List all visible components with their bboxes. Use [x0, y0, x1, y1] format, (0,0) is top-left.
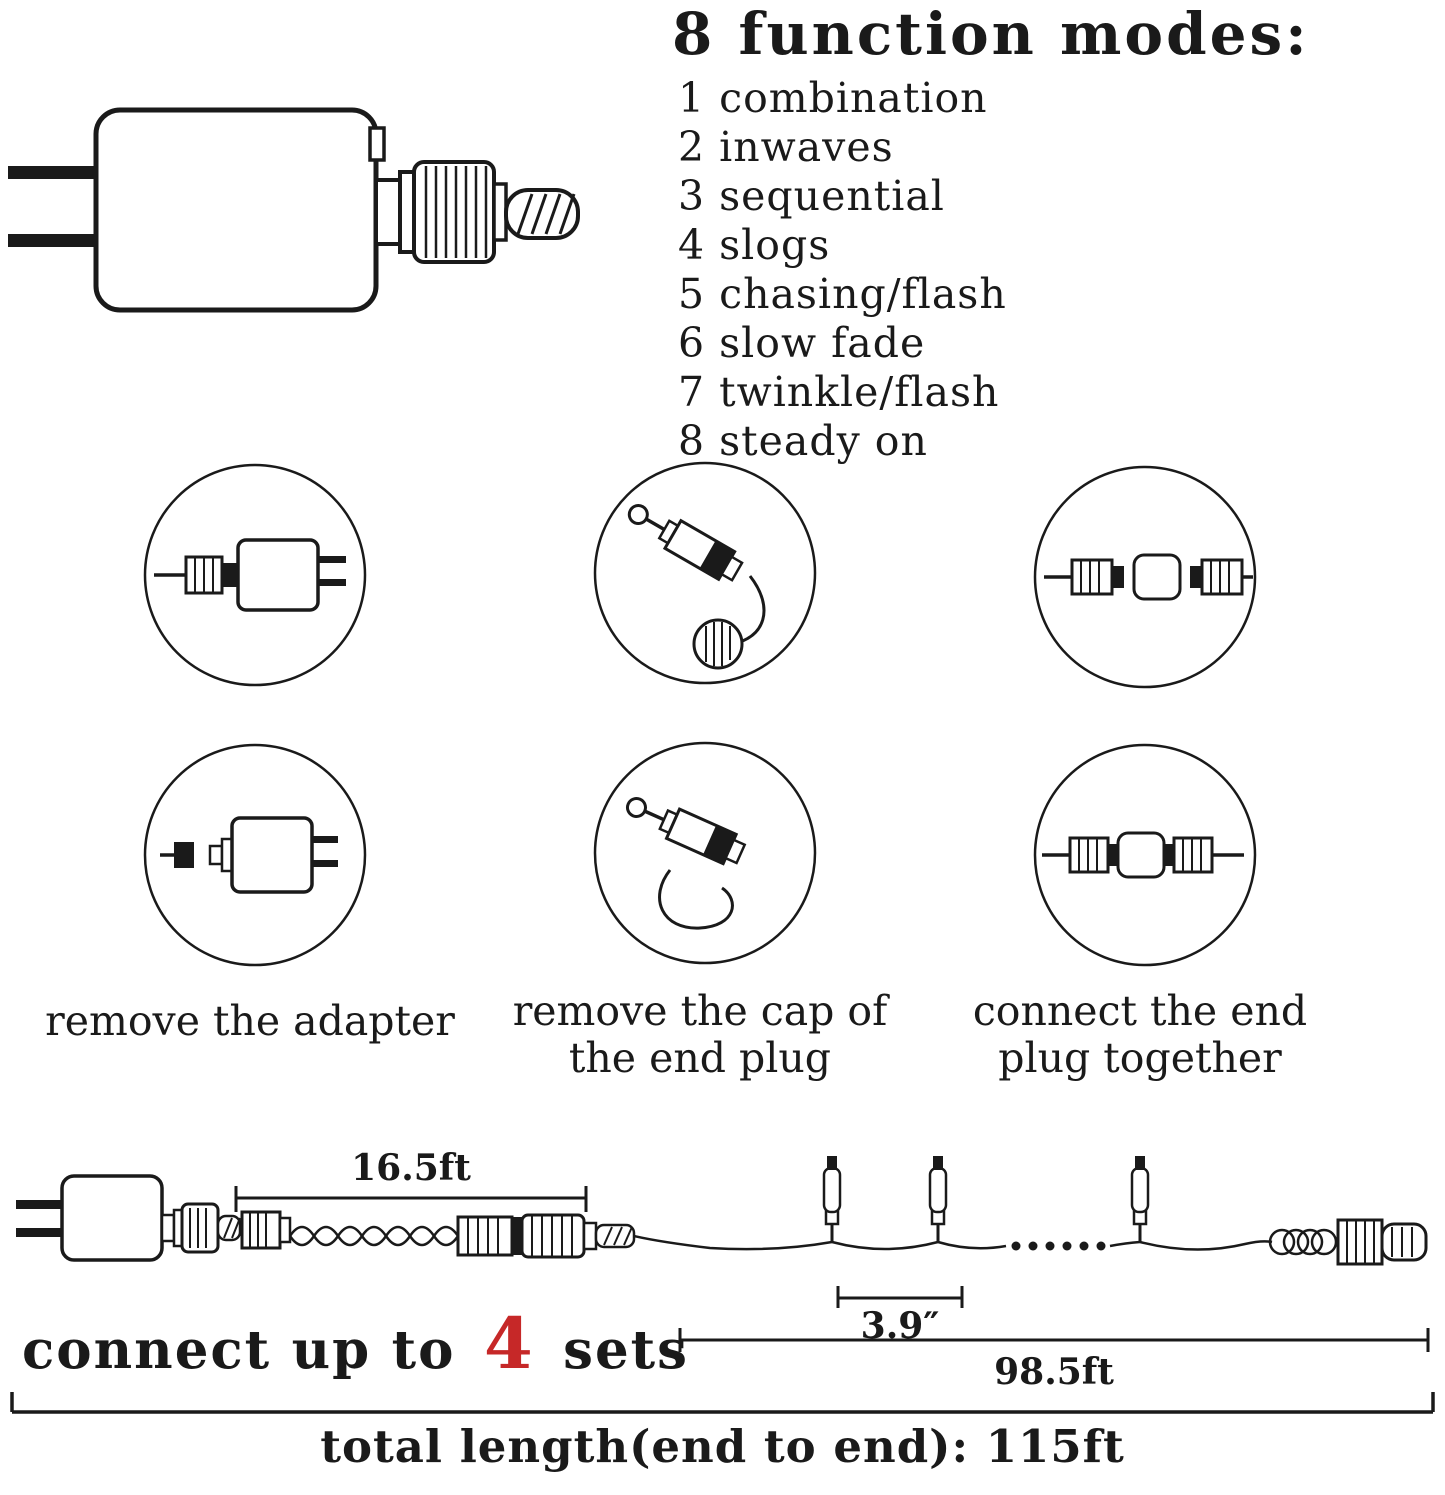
- step-caption-connect-plugs: connect the end plug together: [972, 987, 1308, 1082]
- wire-segment: [1139, 1240, 1273, 1251]
- total-length-measurement: [10, 1392, 1435, 1414]
- power-adapter-illustration: [8, 107, 580, 313]
- wire-segment: [831, 1240, 939, 1251]
- segment2-length-label: 98.5ft: [994, 1351, 1114, 1393]
- mode-item-8: 8 steady on: [678, 417, 928, 465]
- adapter-connector-icon: [374, 160, 580, 264]
- mode-item-6: 6 slow fade: [678, 319, 926, 367]
- string-light-length-diagram: 16.5ft 3.9″ 98.5ft: [10, 1147, 1435, 1414]
- mode-item-3: 3 sequential: [678, 172, 945, 220]
- segment2-measurement: 98.5ft: [678, 1328, 1430, 1393]
- function-modes-section: 8 function modes: 1 combination 2 inwave…: [672, 0, 1310, 466]
- adapter-tab: [368, 126, 386, 162]
- mode-item-7: 7 twinkle/flash: [678, 368, 1000, 416]
- total-length-label: total length(end to end): 115ft: [320, 1420, 1125, 1473]
- plug-cap-icon: [692, 618, 744, 670]
- connect-sets-suffix: sets: [563, 1319, 690, 1381]
- bulb-spacing-measurement: 3.9″: [836, 1286, 964, 1347]
- bulb-icon: [928, 1156, 948, 1242]
- diagram-adapter-icon: [16, 1174, 242, 1262]
- bulb-icon: [1130, 1156, 1150, 1242]
- connect-sets-count: 4: [483, 1302, 535, 1385]
- twisted-wire: [288, 1225, 460, 1247]
- mode-item-4: 4 slogs: [678, 221, 831, 269]
- coil-and-end-connector-icon: [1268, 1218, 1428, 1266]
- connect-sets-note: connect up to 4 sets: [22, 1302, 689, 1385]
- mode-item-5: 5 chasing/flash: [678, 270, 1007, 318]
- function-modes-list: 1 combination 2 inwaves 3 sequential 4 s…: [678, 74, 1310, 466]
- connect-sets-prefix: connect up to: [22, 1319, 456, 1381]
- wire-segment: [937, 1240, 1007, 1250]
- step-circle-end-plugs-apart: [1033, 465, 1257, 689]
- adapter-prongs-icon: [8, 166, 96, 247]
- diagram-coupler-icon: [456, 1213, 636, 1259]
- step-circle-end-plug-cap-off: [593, 741, 817, 965]
- segment1-measurement: 16.5ft: [234, 1147, 588, 1212]
- segment1-length-label: 16.5ft: [351, 1147, 471, 1189]
- step-circle-end-plug-cap-on: [593, 461, 817, 685]
- bulb-icon: [822, 1156, 842, 1242]
- end-plug-icon: [625, 796, 747, 866]
- mode-item-1: 1 combination: [678, 74, 988, 122]
- step-caption-remove-adapter: remove the adapter: [45, 997, 455, 1045]
- step-circle-adapter-attached: [143, 463, 367, 687]
- end-plug-icon: [627, 504, 744, 582]
- wire-segment: [633, 1234, 833, 1251]
- diagram-first-connector-icon: [240, 1210, 292, 1250]
- dangling-strap: [658, 869, 734, 930]
- step-caption-remove-cap: remove the cap of the end plug: [512, 987, 888, 1082]
- continuation-dots: [1011, 1241, 1106, 1251]
- adapter-body: [93, 107, 379, 313]
- step-circle-adapter-removed: [143, 743, 367, 967]
- function-modes-title: 8 function modes:: [672, 0, 1310, 68]
- step-circle-end-plugs-joined: [1033, 743, 1257, 967]
- wire-segment: [1109, 1240, 1141, 1248]
- mode-item-2: 2 inwaves: [678, 123, 894, 171]
